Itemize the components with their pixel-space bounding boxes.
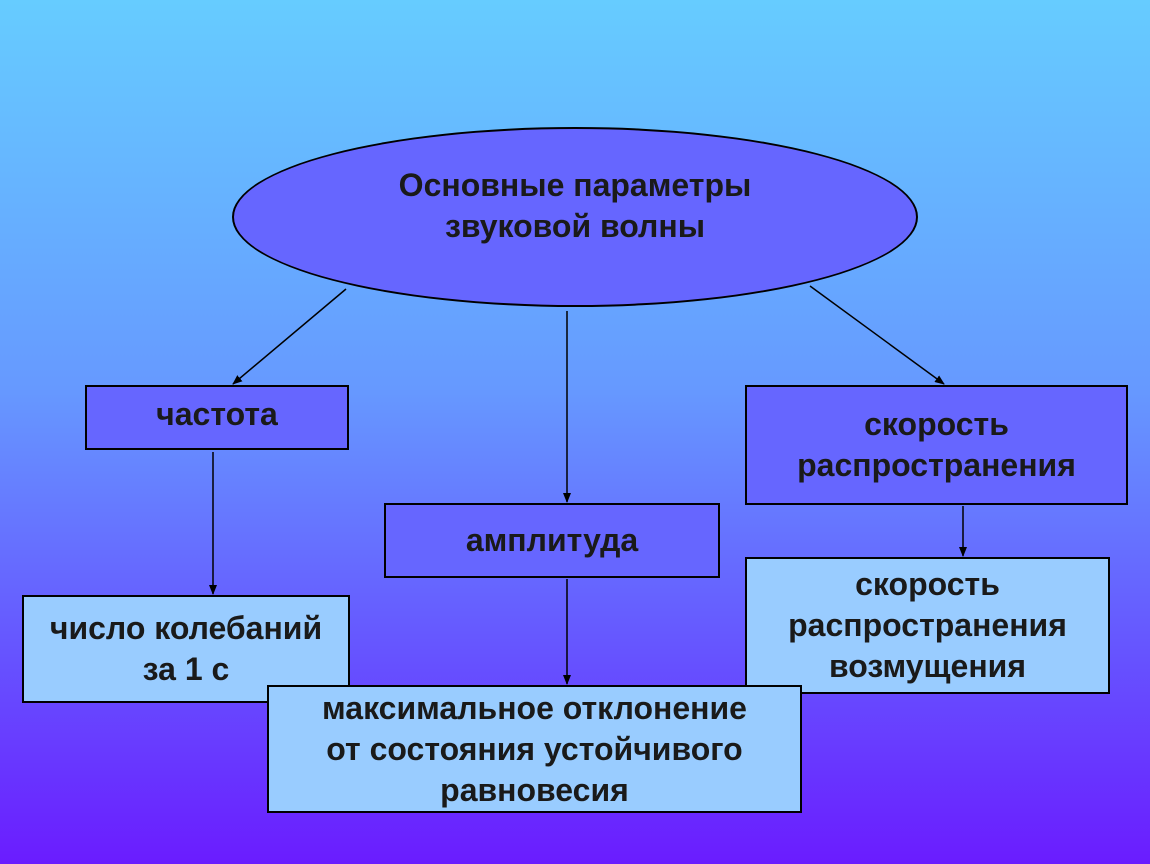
arrow-root-to-speed <box>809 285 945 385</box>
node-frequency-label: частота <box>156 396 278 432</box>
node-frequency-description-text: число колебаний за 1 с <box>49 610 323 687</box>
root-label: Основные параметры звуковой волны <box>398 167 752 244</box>
node-speed-description-text: скорость распространения возмущения <box>788 566 1067 684</box>
node-speed-label: скорость распространения <box>797 406 1076 483</box>
arrow-root-to-frequency <box>232 288 347 385</box>
node-amplitude: амплитуда <box>384 503 720 578</box>
node-amplitude-description-text: максимальное отклонение от состояния уст… <box>322 689 747 808</box>
node-amplitude-description: максимальное отклонение от состояния уст… <box>267 685 802 813</box>
node-amplitude-label: амплитуда <box>465 522 639 558</box>
node-frequency: частота <box>85 385 349 450</box>
root-ellipse: Основные параметры звуковой волны <box>232 127 918 307</box>
node-speed-description: скорость распространения возмущения <box>745 557 1110 694</box>
node-speed: скорость распространения <box>745 385 1128 505</box>
